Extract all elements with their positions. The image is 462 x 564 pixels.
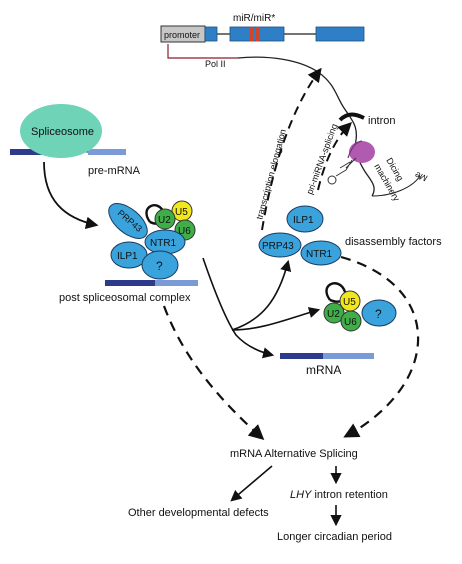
- dicer-shape: [349, 141, 375, 163]
- mir-label: miR/miR*: [233, 13, 275, 24]
- pri-mirna-splicing-label: pri-miRNA-splicing: [304, 122, 339, 195]
- u6-right-label: U6: [344, 317, 357, 328]
- u5-label: U5: [175, 207, 188, 218]
- unknown-right: ?: [361, 299, 397, 327]
- prp43-right: PRP43: [258, 232, 302, 258]
- disassembly-group: ILP1 PRP43 NTR1 disassembly factors: [258, 205, 442, 266]
- mrna-dark: [280, 353, 323, 359]
- dashed-complex-to-as: [162, 305, 265, 441]
- u2-right: U2: [323, 302, 345, 324]
- ilp1-right-label: ILP1: [293, 215, 314, 226]
- pre-mrna-label: pre-mRNA: [88, 165, 141, 177]
- unknown-right-label: ?: [375, 307, 382, 321]
- circadian-label: Longer circadian period: [277, 531, 392, 543]
- released-snrnps: U5 U2 U6 ?: [323, 282, 397, 332]
- lhy-retention-label: LHY intron retention: [290, 489, 388, 501]
- unknown-label: ?: [156, 259, 163, 273]
- gene-construct: promoter miR/miR* Pol II: [160, 13, 365, 69]
- u6-right: U6: [340, 310, 362, 332]
- ilp1-right: ILP1: [286, 205, 324, 233]
- pri-mirna-splicing-arrow: [317, 122, 352, 191]
- spliceosome-label: Spliceosome: [31, 126, 94, 138]
- dashed-ntr1-to-as: [340, 255, 420, 438]
- other-defects-label: Other developmental defects: [128, 507, 269, 519]
- promoter-label: promoter: [164, 30, 200, 40]
- exon-1: [204, 26, 218, 42]
- arrow-to-complex: [43, 161, 99, 229]
- post-spliceosomal-complex: PRP43 U5 U2 U6 NTR1 ILP1 ? post spliceos…: [59, 200, 198, 304]
- ntr1-label: NTR1: [150, 238, 177, 249]
- mrna-label: mRNA: [306, 363, 341, 377]
- alt-splicing-label: mRNA Alternative Splicing: [230, 448, 358, 460]
- mrna-group: mRNA: [280, 353, 374, 377]
- u2-label: U2: [158, 215, 171, 226]
- u2-protein: U2: [154, 208, 176, 230]
- arrow-to-snrnps: [231, 307, 321, 331]
- pre-mrna-dark: [10, 149, 58, 155]
- pol-ii-label: Pol II: [205, 59, 226, 69]
- me-label: Me: [414, 170, 429, 184]
- spliceosome-ellipse: [20, 104, 102, 158]
- hairpin-stem: [335, 157, 357, 177]
- arrow-to-other-defects: [230, 465, 273, 502]
- u2-right-label: U2: [327, 309, 340, 320]
- hairpin-loop: [327, 175, 337, 185]
- mrna-light: [323, 353, 374, 359]
- dicer-arm: [347, 140, 363, 159]
- transcription-elongation-label: transcription elongation: [254, 128, 288, 220]
- ilp1-label: ILP1: [117, 251, 138, 262]
- intron-thick: [338, 112, 365, 122]
- post-complex-label: post spliceosomal complex: [59, 292, 191, 304]
- disassembly-label: disassembly factors: [345, 236, 442, 248]
- pre-mrna-light: [88, 149, 126, 155]
- transcript-curve: [237, 56, 375, 197]
- mir-stripe-2: [256, 27, 259, 41]
- exon-3: [315, 26, 365, 42]
- complex-mrna-dark: [105, 280, 155, 286]
- intron-label: intron: [368, 115, 396, 127]
- ntr1-right-label: NTR1: [306, 249, 333, 260]
- arrow-to-mrna: [202, 257, 275, 359]
- lhy-italic: LHY: [290, 489, 312, 501]
- unknown-protein: ?: [141, 250, 179, 280]
- u5-right-label: U5: [343, 297, 356, 308]
- spliceosome-group: Spliceosome pre-mRNA: [10, 104, 141, 177]
- tail-line: [371, 175, 421, 197]
- u6-label: U6: [178, 226, 191, 237]
- complex-mrna-light: [155, 280, 198, 286]
- arrow-to-disassembly: [231, 259, 292, 331]
- intron-retention-text: intron retention: [311, 489, 387, 501]
- ilp1-protein: ILP1: [110, 241, 148, 269]
- ntr1-protein: NTR1: [144, 229, 186, 255]
- ntr1-right: NTR1: [300, 240, 342, 266]
- prp43-right-label: PRP43: [262, 241, 294, 252]
- transcription-elongation-arrow: [261, 67, 322, 231]
- mir-stripe-1: [250, 27, 253, 41]
- pol-ii-line: [167, 44, 238, 59]
